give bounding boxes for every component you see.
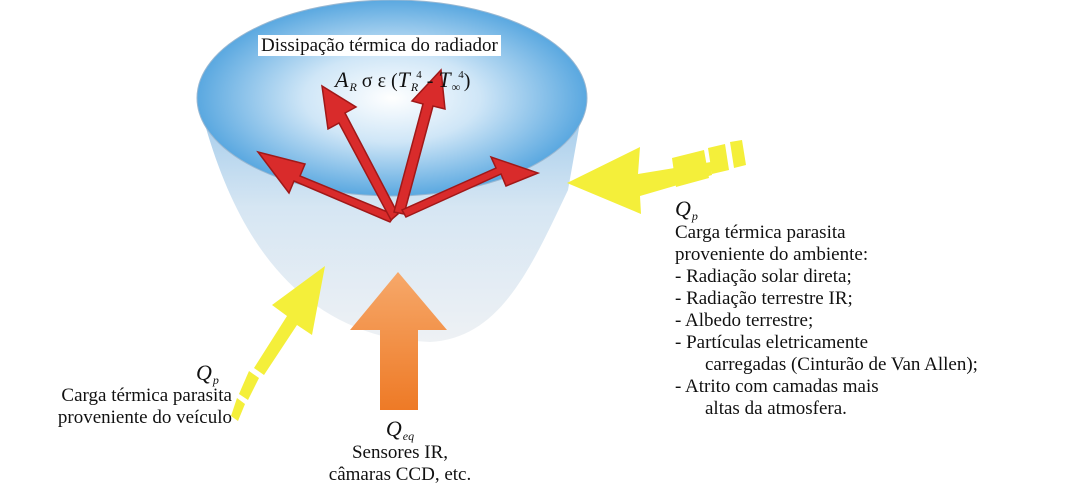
qp-environment-text: Carga térmica parasita proveniente do am… — [675, 222, 978, 420]
radiator-top — [196, 0, 588, 197]
qp-vehicle-line1: Carga térmica parasita — [61, 385, 232, 406]
q-eq-line2: câmaras CCD, etc. — [328, 464, 472, 485]
radiator-title: Dissipação térmica do radiador — [258, 35, 501, 57]
list-item: - Albedo terrestre; — [675, 310, 814, 331]
list-item: - Atrito com camadas mais — [675, 376, 879, 397]
equipment-arrow — [350, 272, 447, 410]
dissipation-arrows — [256, 68, 541, 223]
q-eq-text: Sensores IR, câmaras CCD, etc. — [300, 442, 500, 486]
list-item: altas da atmosfera. — [705, 398, 847, 419]
qp-vehicle-line2: proveniente do veículo — [57, 407, 232, 428]
q-eq-line1: Sensores IR, — [351, 442, 449, 463]
radiator-formula: AR σ ε (TR4 - T∞4) — [335, 67, 471, 95]
dissipation-arrow-up-left — [321, 84, 399, 222]
q-eq-symbol: Qeq — [385, 416, 415, 444]
list-item: - Radiação solar direta; — [675, 266, 852, 287]
qp-environment-line2: proveniente do ambiente: — [675, 244, 869, 265]
vehicle-arrow — [231, 266, 325, 421]
dissipation-arrow-right — [400, 155, 541, 218]
dissipation-arrow-left — [256, 150, 397, 223]
environment-arrow — [567, 140, 746, 214]
list-item: - Radiação terrestre IR; — [675, 288, 853, 309]
list-item: - Partículas eletricamente — [675, 332, 869, 353]
list-item: carregadas (Cinturão de Van Allen); — [705, 354, 978, 375]
qp-environment-symbol: Qp — [675, 196, 698, 224]
qp-environment-line1: Carga térmica parasita — [675, 222, 846, 243]
qp-vehicle-symbol: Qp — [196, 360, 219, 388]
qp-vehicle-text: Carga térmica parasita proveniente do ve… — [0, 385, 232, 429]
dissipation-arrow-up-right — [393, 68, 446, 215]
